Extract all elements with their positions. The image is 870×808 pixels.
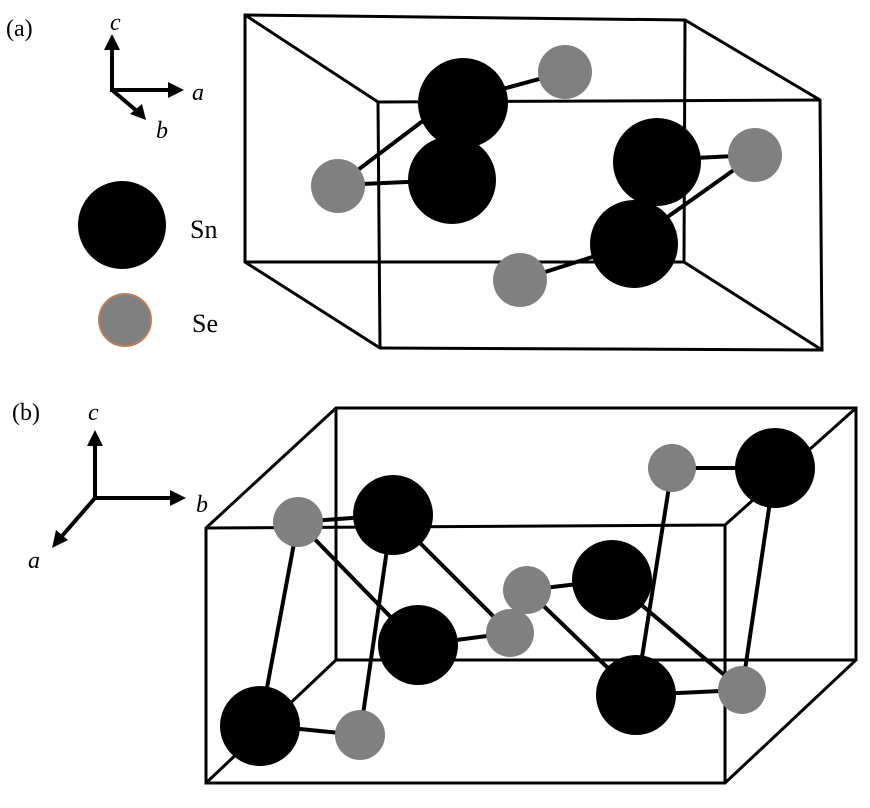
sn-atom xyxy=(596,655,676,735)
panel-a: (a) c a b Sn Se xyxy=(6,10,824,352)
panel-b-atoms xyxy=(220,428,815,766)
panel-b-c-label: c xyxy=(88,400,99,426)
panel-a-cell-front-top xyxy=(244,13,821,104)
se-atom xyxy=(538,45,592,99)
panel-a-cell-front-left xyxy=(376,101,382,349)
se-atom xyxy=(486,609,534,657)
se-atom xyxy=(335,710,385,760)
panel-b-a-axis xyxy=(60,496,97,538)
se-atom xyxy=(718,666,766,714)
se-atom xyxy=(648,444,696,492)
panel-b-c-arrowhead xyxy=(87,430,103,446)
panel-a-a-label: a xyxy=(192,80,204,106)
panel-b-a-arrowhead xyxy=(52,530,68,548)
panel-b-b-arrowhead xyxy=(170,490,186,506)
se-atom xyxy=(728,128,782,182)
panel-b-axis-triad: c b a xyxy=(28,400,208,574)
sn-atom xyxy=(378,605,458,685)
panel-a-b-arrowhead xyxy=(130,104,146,120)
legend-se-label: Se xyxy=(192,309,218,338)
sn-atom xyxy=(353,475,433,555)
sn-atom xyxy=(613,118,701,206)
panel-b-a-label: a xyxy=(28,548,40,574)
panel-a-axis-triad: c a b xyxy=(104,10,204,144)
panel-b: (b) c b a xyxy=(12,400,858,785)
panel-a-c-label: c xyxy=(110,10,121,36)
legend: Sn Se xyxy=(78,181,218,347)
se-atom xyxy=(493,253,547,307)
legend-sn-label: Sn xyxy=(190,215,217,244)
sn-atom xyxy=(220,686,300,766)
panel-a-b-axis xyxy=(110,88,140,114)
sn-atom xyxy=(418,58,508,148)
se-atom xyxy=(311,159,365,213)
panel-a-a-arrowhead xyxy=(168,82,184,98)
legend-se-marker xyxy=(98,293,152,347)
se-atom xyxy=(273,497,323,547)
panel-a-atoms xyxy=(311,45,782,307)
sn-atom xyxy=(408,136,496,224)
panel-b-b-label: b xyxy=(196,492,208,518)
sn-atom xyxy=(572,540,652,620)
panel-a-label: (a) xyxy=(6,16,33,42)
sn-atom xyxy=(735,428,815,508)
panel-a-unit-cell xyxy=(243,13,824,352)
panel-a-c-arrowhead xyxy=(104,34,120,50)
se-atom xyxy=(503,566,551,614)
panel-b-label: (b) xyxy=(12,400,40,426)
legend-sn-marker xyxy=(78,181,166,269)
sn-atom xyxy=(590,200,678,288)
panel-a-b-label: b xyxy=(156,118,168,144)
panel-a-cell-back-right xyxy=(682,19,823,352)
